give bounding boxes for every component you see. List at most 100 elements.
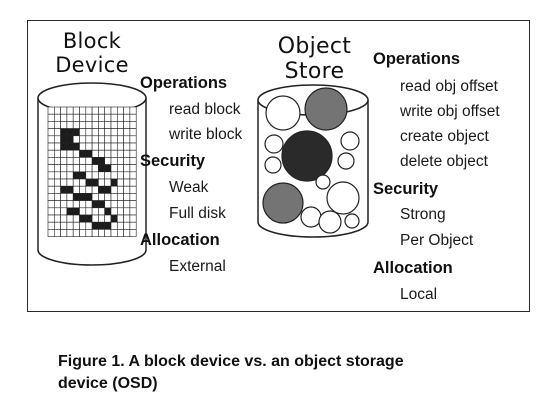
block-cell (72, 142, 80, 151)
block-cell (72, 207, 80, 216)
block-cell (72, 178, 80, 187)
block-cell (123, 128, 131, 137)
block-cell (98, 164, 106, 173)
object-operation-write: write obj offset (400, 103, 500, 120)
block-cell (66, 171, 74, 180)
block-cell (117, 200, 124, 209)
block-cell (66, 164, 74, 173)
block-cell (104, 221, 112, 230)
object-operation-delete: delete object (400, 153, 488, 170)
block-cell (123, 200, 131, 209)
block-cell (66, 207, 74, 216)
block-cell (79, 149, 87, 158)
block-cell (98, 142, 106, 151)
block-cell (72, 200, 80, 209)
block-cell (47, 185, 55, 194)
block-cell (110, 164, 118, 173)
block-cell (91, 106, 99, 115)
object-store-cylinder (257, 84, 369, 238)
block-cell (72, 128, 80, 137)
block-cell (129, 113, 137, 122)
block-cell (47, 164, 55, 173)
block-cell (60, 164, 68, 173)
object-security-heading: Security (373, 180, 439, 198)
block-cell (104, 157, 112, 165)
block-cell (60, 128, 68, 137)
block-cell (72, 171, 80, 180)
block-cell (66, 221, 74, 230)
block-cell (123, 135, 131, 144)
block-cell (123, 193, 131, 201)
block-cell (60, 214, 68, 223)
block-cell (79, 200, 87, 209)
block-cell (98, 229, 106, 237)
block-cell (60, 207, 68, 216)
block-grid (47, 106, 137, 237)
block-cell (85, 229, 93, 237)
object-circles (262, 87, 360, 234)
block-cell (60, 113, 68, 122)
block-security-heading: Security (140, 152, 206, 170)
block-cell (79, 185, 87, 194)
block-cell (47, 128, 55, 137)
stored-object (318, 210, 342, 234)
block-cell (98, 135, 106, 144)
block-device-title-line-2: Device (55, 52, 129, 77)
block-cell (123, 221, 131, 230)
block-cell (79, 142, 87, 151)
block-cell (123, 149, 131, 158)
block-allocation-external: External (169, 258, 226, 275)
block-cell (72, 135, 80, 144)
block-cell (47, 221, 55, 230)
block-cell (85, 128, 93, 137)
block-cell (72, 157, 80, 165)
block-cell (60, 106, 68, 115)
block-cell (98, 171, 106, 180)
block-cell (72, 229, 80, 237)
block-cell (117, 149, 124, 158)
block-cell (85, 135, 93, 144)
block-cell (66, 193, 74, 201)
block-cell (72, 221, 80, 230)
block-cell (104, 106, 112, 115)
block-cell (53, 106, 61, 115)
block-cell (53, 128, 61, 137)
block-cell (72, 106, 80, 115)
object-store-title: Object Store (262, 34, 367, 84)
block-cell (60, 193, 68, 201)
block-cell (91, 149, 99, 158)
block-cell (110, 142, 118, 151)
block-cell (72, 193, 80, 201)
block-cell (47, 121, 55, 129)
block-security-weak: Weak (169, 179, 209, 196)
block-cell (79, 135, 87, 144)
block-cell (53, 171, 61, 180)
block-cell (129, 121, 137, 129)
block-cell (129, 185, 137, 194)
block-cell (47, 193, 55, 201)
block-cell (117, 157, 124, 165)
block-cell (123, 214, 131, 223)
block-cell (79, 193, 87, 201)
block-operation-write: write block (169, 126, 243, 143)
stored-object (340, 131, 360, 151)
block-cell (53, 157, 61, 165)
block-cell (129, 106, 137, 115)
block-cell (123, 121, 131, 129)
block-cell (79, 207, 87, 216)
block-cell (98, 200, 106, 209)
block-cell (117, 185, 124, 194)
block-cell (53, 193, 61, 201)
block-cell (98, 121, 106, 129)
block-cell (117, 121, 124, 129)
block-cell (110, 149, 118, 158)
block-cell (129, 157, 137, 165)
block-cell (53, 149, 61, 158)
block-cell (104, 135, 112, 144)
block-cell (110, 229, 118, 237)
block-cell (123, 113, 131, 122)
stored-object (304, 87, 348, 131)
block-cell (104, 214, 112, 223)
block-allocation-heading: Allocation (140, 231, 220, 249)
